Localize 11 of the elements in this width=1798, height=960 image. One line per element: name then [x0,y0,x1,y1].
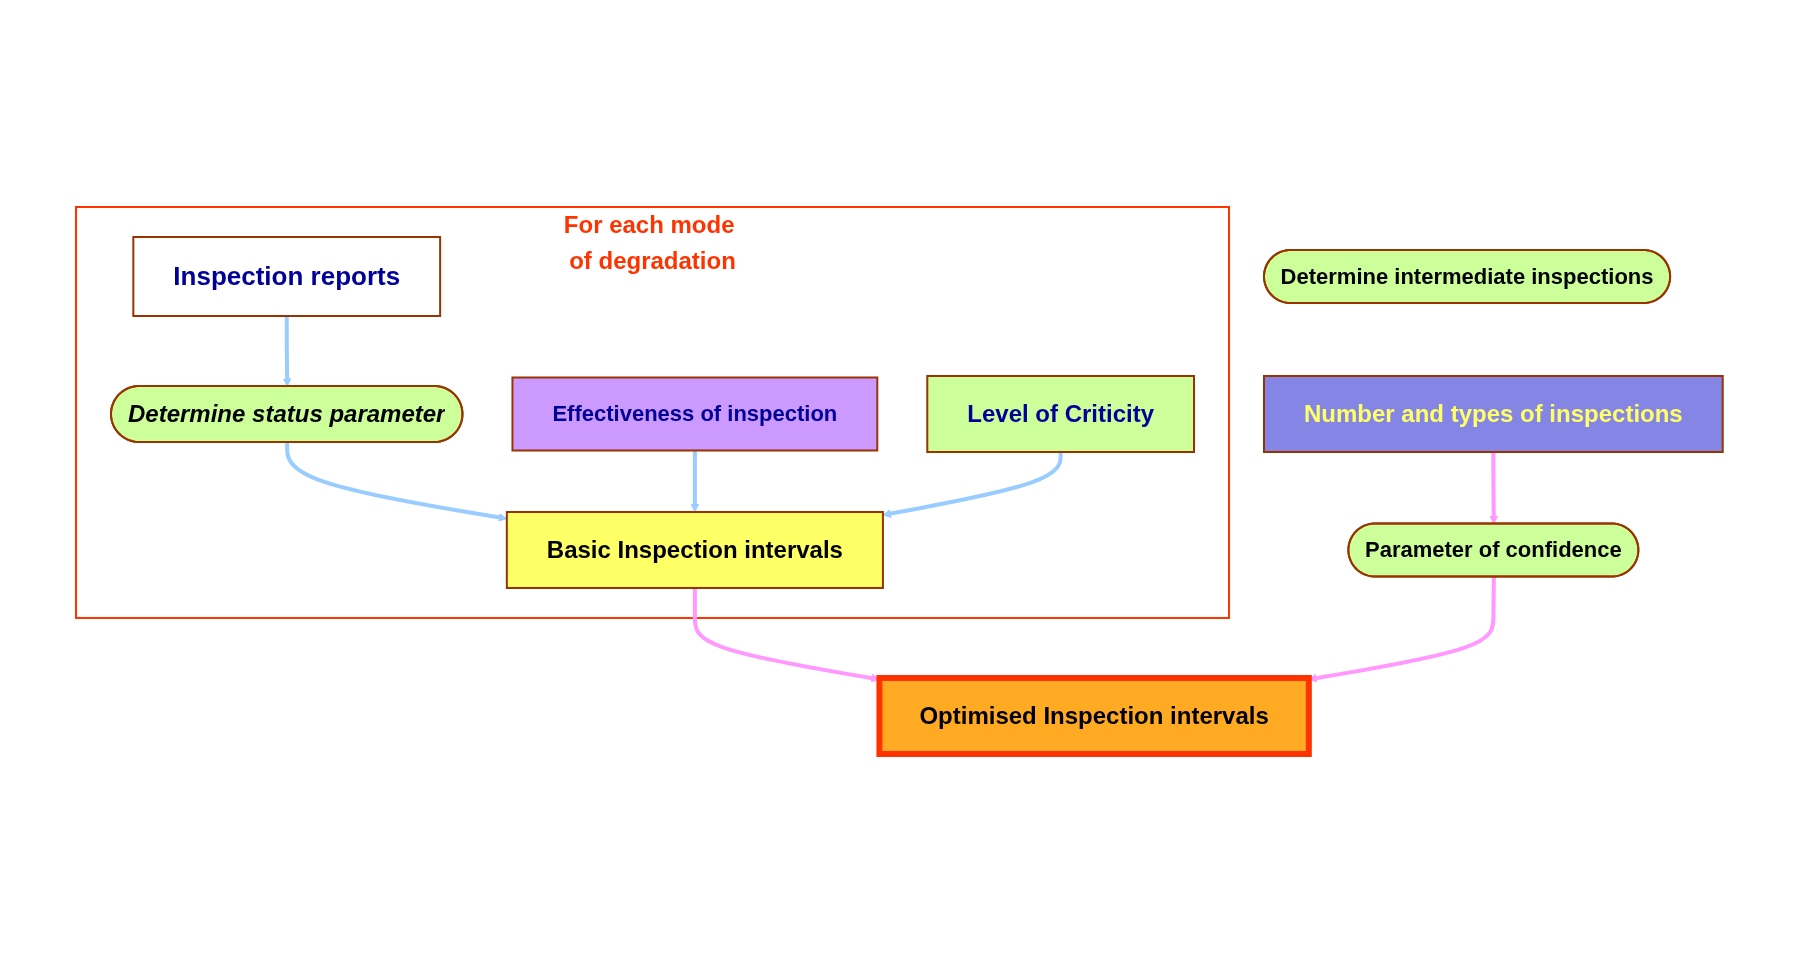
node-box: Optimised Inspection intervals [876,674,1312,757]
node-box: Basic Inspection intervals [505,510,884,589]
node-box: Effectiveness of inspection [511,376,878,451]
arrow [882,451,1063,518]
arrow [690,450,699,512]
node-box: Inspection reports [131,235,441,317]
node-box: Number and types of inspections [1262,374,1724,453]
arrow [282,315,292,387]
node-box: Level of Criticity [925,374,1195,453]
arrow [284,441,507,522]
arrow [1489,451,1498,524]
